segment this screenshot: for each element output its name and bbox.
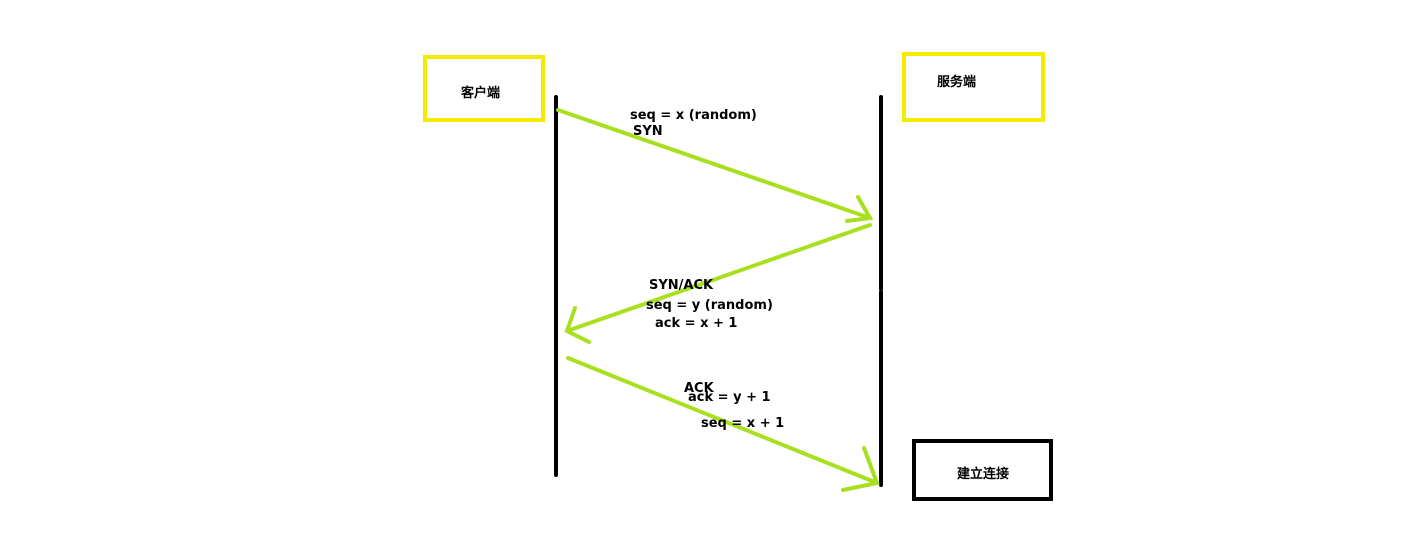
step1-seq-label: seq = x (random) <box>630 108 757 123</box>
syn-arrow <box>556 108 874 223</box>
server-box <box>902 52 1045 122</box>
step2-seq-label: seq = y (random) <box>646 298 773 313</box>
syn-ack-arrow <box>564 223 872 344</box>
established-box <box>912 439 1053 501</box>
established-label: 建立连接 <box>957 466 1009 482</box>
server-label: 服务端 <box>937 74 976 90</box>
step2-ack-label: ack = x + 1 <box>655 316 737 331</box>
client-box <box>423 55 545 122</box>
step1-flag-label: SYN <box>633 124 663 139</box>
client-label: 客户端 <box>461 85 500 101</box>
step3-ack-label: ack = y + 1 <box>688 390 771 405</box>
step2-flag-label: SYN/ACK <box>649 278 714 293</box>
ack-arrow <box>566 356 880 492</box>
step3-seq-label: seq = x + 1 <box>701 416 784 431</box>
step3-flag-label: ACK <box>684 381 715 396</box>
